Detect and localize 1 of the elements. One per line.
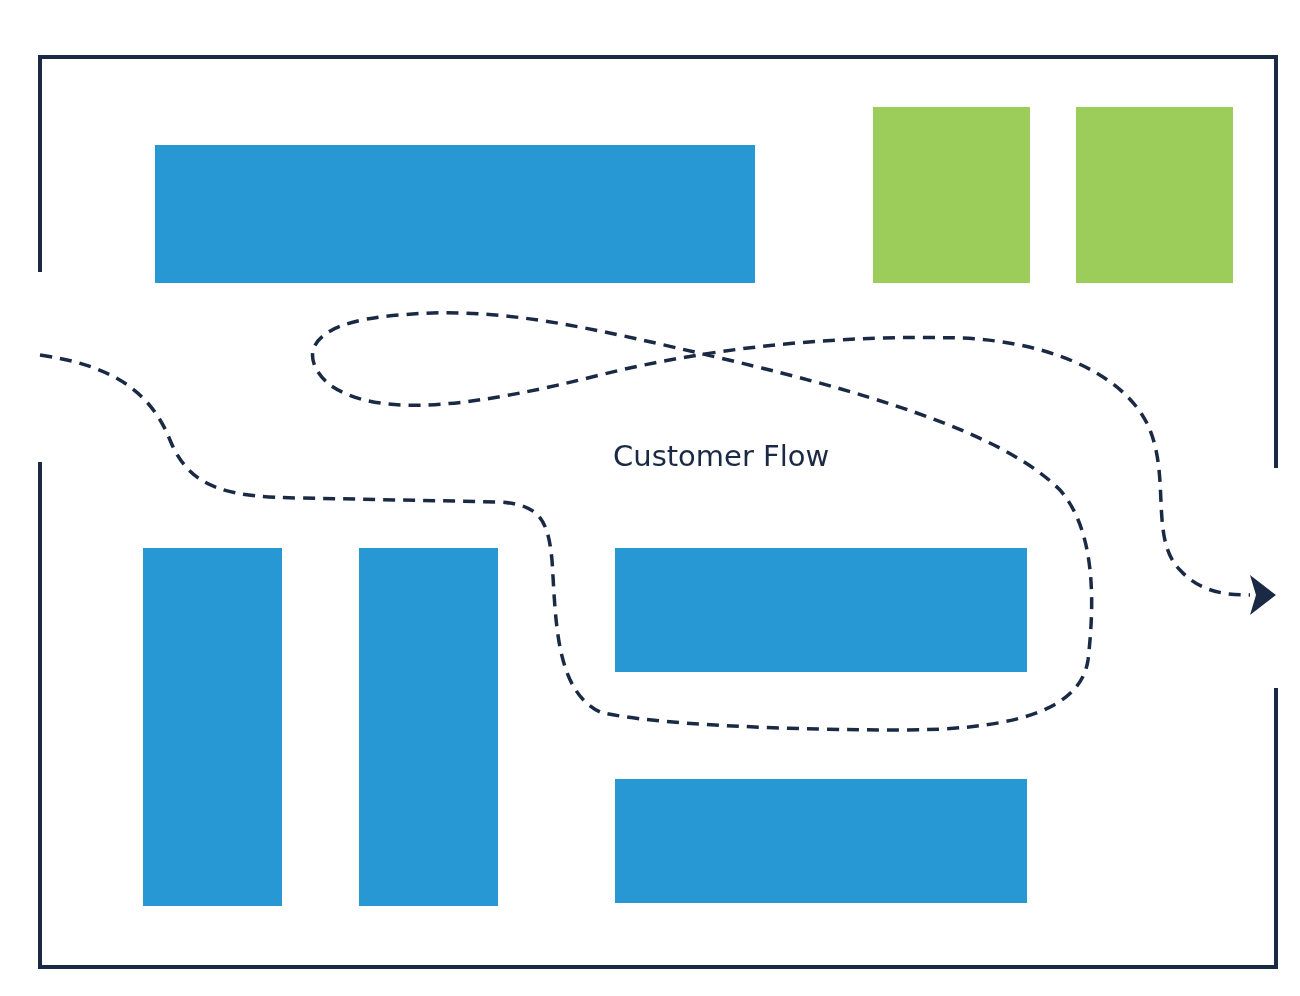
flow-label: Customer Flow bbox=[613, 439, 830, 473]
